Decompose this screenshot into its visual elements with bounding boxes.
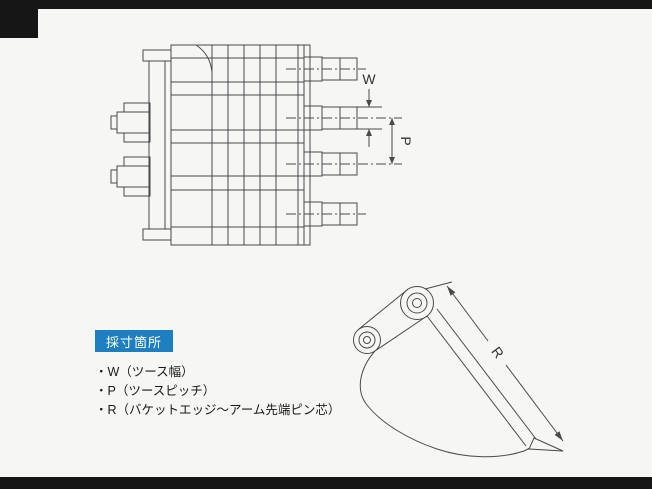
bottom-letterbox-bar	[0, 477, 652, 489]
bucket-top-view-drawing	[110, 44, 402, 246]
bucket-side-view-drawing	[353, 286, 564, 458]
legend-item-r: ・R（バケットエッジ～アーム先端ピン芯）	[95, 403, 341, 417]
legend-item-w: ・W（ツース幅）	[95, 365, 194, 379]
dim-label-w: W	[362, 71, 376, 87]
dim-label-r: R	[488, 344, 507, 362]
top-letterbox-bar	[0, 0, 652, 9]
dimension-w	[357, 89, 382, 147]
measurement-points-label: 採寸箇所	[95, 330, 173, 352]
top-left-corner-block	[0, 0, 38, 38]
legend: ・W（ツース幅） ・P（ツースピッチ） ・R（バケットエッジ～アーム先端ピン芯）	[95, 363, 340, 420]
dimension-r	[424, 281, 564, 442]
dim-label-p: P	[398, 136, 414, 145]
dimension-p	[389, 118, 395, 164]
legend-item-p: ・P（ツースピッチ）	[95, 384, 216, 398]
